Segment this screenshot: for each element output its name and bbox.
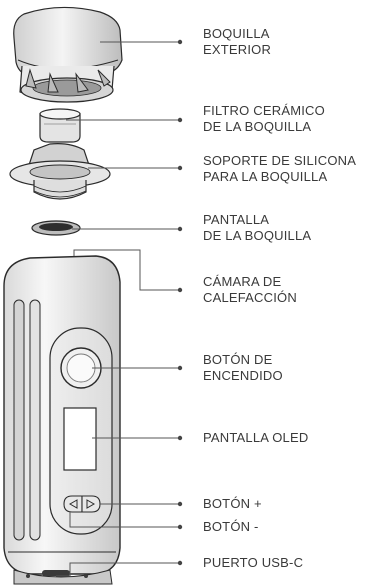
label-camara-calefaccion: CÁMARA DE CALEFACCIÓN [203,274,297,306]
label-line: PANTALLA OLED [203,430,309,445]
dot-soporte-silicona [177,165,183,171]
leader-lines [56,41,180,577]
minus-button[interactable] [81,495,101,513]
filtro-ceramico-part [39,108,81,143]
oled-screen [63,407,97,471]
label-line: FILTRO CERÁMICO [203,103,325,118]
label-pantalla-oled: PANTALLA OLED [203,430,308,446]
label-soporte-silicona: SOPORTE DE SILICONA PARA LA BOQUILLA [203,153,356,185]
dot-camara-calefaccion [177,287,183,293]
usb-c-port [26,570,88,578]
label-boquilla-exterior: BOQUILLA EXTERIOR [203,26,271,58]
label-boton-menos: BOTÓN - [203,519,259,535]
label-line: SOPORTE DE SILICONA [203,153,357,168]
soporte-silicona-part [9,143,111,200]
leader-puerto-usbc [56,562,180,577]
plus-button[interactable] [63,495,83,513]
label-boton-encendido: BOTÓN DE ENCENDIDO [203,352,283,384]
power-button[interactable] [60,347,102,389]
label-line: DE LA BOQUILLA [203,119,312,134]
pantalla-boquilla-part [31,220,81,236]
label-line: EXTERIOR [203,42,272,57]
label-line: DE LA BOQUILLA [203,228,312,243]
boquilla-exterior-part [13,6,123,103]
label-boton-mas: BOTÓN + [203,496,262,512]
label-pantalla-boquilla: PANTALLA DE LA BOQUILLA [203,212,311,244]
label-line: BOTÓN - [203,519,259,534]
device-body [3,255,121,585]
label-filtro-ceramico: FILTRO CERÁMICO DE LA BOQUILLA [203,103,325,135]
dot-boton-mas [177,501,183,507]
dot-boquilla-exterior [177,39,183,45]
label-line: CÁMARA DE [203,274,282,289]
leader-camara-calefaccion [73,249,180,291]
label-line: CALEFACCIÓN [203,290,297,305]
label-line: BOTÓN DE [203,352,273,367]
leader-dots [177,39,183,566]
label-puerto-usbc: PUERTO USB-C [203,555,303,571]
dot-pantalla-boquilla [177,226,183,232]
label-line: PARA LA BOQUILLA [203,169,328,184]
dot-filtro-ceramico [177,117,183,123]
label-line: BOTÓN + [203,496,262,511]
label-line: PANTALLA [203,212,270,227]
dot-pantalla-oled [177,435,183,441]
label-line: BOQUILLA [203,26,270,41]
label-line: PUERTO USB-C [203,555,304,570]
dot-puerto-usbc [177,560,183,566]
dot-boton-encendido [177,365,183,371]
leader-boton-menos [69,512,180,528]
dot-boton-menos [177,524,183,530]
label-line: ENCENDIDO [203,368,283,383]
